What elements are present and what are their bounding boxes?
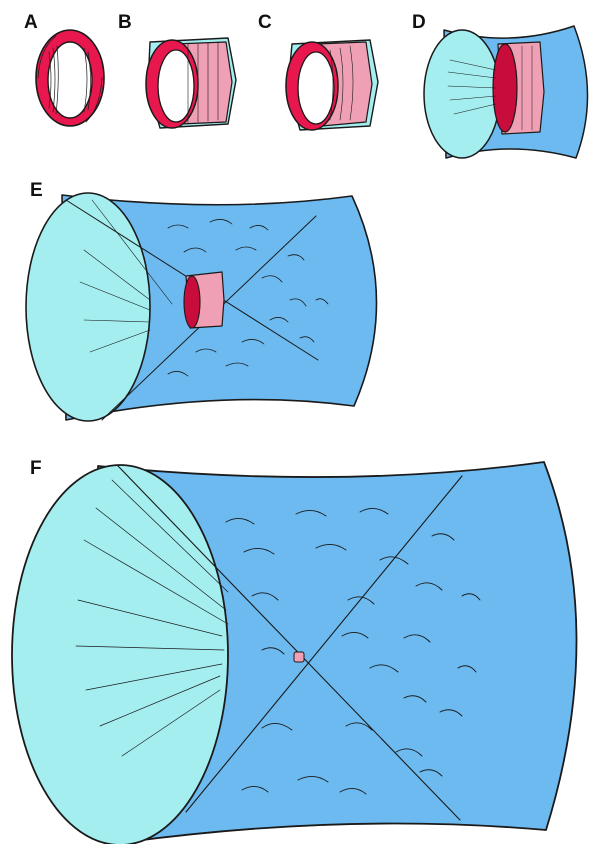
ring-c <box>286 40 378 130</box>
ring-a <box>36 30 104 126</box>
ring-b <box>146 38 236 128</box>
funnel-e <box>26 193 377 421</box>
funnel-f <box>12 462 577 844</box>
funnel-d <box>424 26 588 158</box>
